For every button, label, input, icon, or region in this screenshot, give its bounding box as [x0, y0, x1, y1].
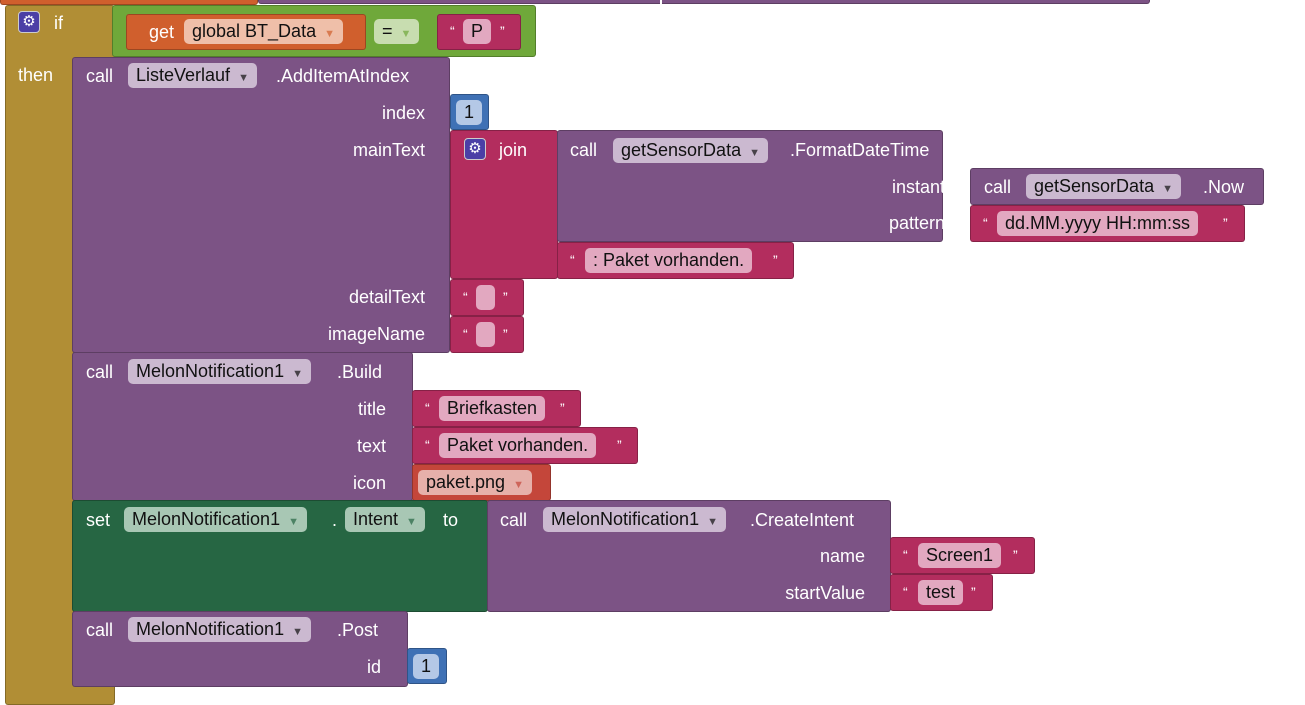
quote-close: ” [503, 326, 508, 342]
gear-icon[interactable]: ⚙ [18, 11, 40, 33]
text-field[interactable]: : Paket vorhanden. [585, 248, 753, 273]
add-item-block[interactable] [72, 57, 450, 353]
icon-label: icon [352, 473, 386, 493]
property-dropdown[interactable]: Intent ▼ [345, 507, 425, 532]
quote-open: “ [425, 400, 430, 416]
quote-open: “ [450, 23, 455, 39]
quote-close: ” [560, 400, 565, 416]
id-label: id [366, 657, 381, 677]
quote-open: “ [570, 252, 575, 268]
imagename-label: imageName [327, 324, 425, 344]
quote-open: “ [903, 584, 908, 600]
dropdown-arrow-icon: ▼ [406, 516, 417, 528]
quote-open: “ [463, 289, 468, 305]
quote-open: “ [425, 437, 430, 453]
dropdown-arrow-icon: ▼ [238, 72, 249, 84]
property-name: Intent [353, 509, 399, 529]
asset-name: paket.png [426, 472, 506, 492]
method-label: .AddItemAtIndex [276, 66, 410, 86]
dropdown-arrow-icon: ▼ [749, 147, 760, 159]
method-label: .CreateIntent [750, 510, 855, 530]
dropdown-arrow-icon: ▼ [292, 626, 303, 638]
join-label: join [499, 140, 528, 160]
operator-dropdown[interactable]: =▼ [374, 19, 420, 44]
partial-component-block-above[interactable] [258, 0, 1150, 4]
component-dropdown[interactable]: MelonNotification1 ▼ [543, 507, 726, 532]
quote-close: ” [1013, 547, 1018, 563]
call-label: call [500, 510, 528, 530]
number-field[interactable]: 1 [413, 654, 440, 679]
component-dropdown[interactable]: ListeVerlauf ▼ [128, 63, 257, 88]
quote-open: “ [463, 326, 468, 342]
dropdown-arrow-icon: ▼ [1162, 183, 1173, 195]
dropdown-arrow-icon: ▼ [324, 28, 335, 40]
operator: = [382, 21, 393, 41]
quote-close: ” [500, 23, 505, 39]
method-label: .Build [337, 362, 383, 382]
pattern-label: pattern [888, 213, 945, 233]
detailtext-label: detailText [348, 287, 425, 307]
text-field[interactable] [476, 285, 495, 310]
text-field[interactable]: dd.MM.yyyy HH:mm:ss [997, 211, 1199, 236]
maintext-label: mainText [352, 140, 425, 160]
dropdown-arrow-icon: ▼ [513, 479, 524, 491]
index-label: index [381, 103, 425, 123]
component-dropdown[interactable]: MelonNotification1 ▼ [128, 359, 311, 384]
dropdown-arrow-icon: ▼ [707, 516, 718, 528]
text-field[interactable] [476, 322, 495, 347]
method-label: .Now [1203, 177, 1245, 197]
gear-icon[interactable]: ⚙ [464, 138, 486, 160]
method-label: .FormatDateTime [790, 140, 930, 160]
to-label: to [443, 510, 459, 530]
component-name: MelonNotification1 [136, 361, 285, 381]
text-field[interactable]: test [918, 580, 964, 605]
name-label: name [819, 546, 865, 566]
dropdown-arrow-icon: ▼ [292, 368, 303, 380]
quote-close: ” [503, 289, 508, 305]
then-label: then [18, 65, 54, 85]
call-label: call [570, 140, 598, 160]
partial-block-above[interactable] [0, 0, 258, 5]
variable-dropdown[interactable]: global BT_Data ▼ [184, 19, 343, 44]
component-dropdown[interactable]: MelonNotification1 ▼ [128, 617, 311, 642]
component-name: MelonNotification1 [551, 509, 700, 529]
divider [660, 0, 662, 4]
text-field[interactable]: Paket vorhanden. [439, 433, 597, 458]
title-label: title [357, 399, 386, 419]
asset-dropdown[interactable]: paket.png ▼ [418, 470, 532, 495]
startvalue-label: startValue [785, 583, 865, 603]
component-name: getSensorData [621, 140, 742, 160]
quote-close: ” [773, 252, 778, 268]
component-name: MelonNotification1 [136, 619, 285, 639]
component-dropdown[interactable]: getSensorData ▼ [1026, 174, 1181, 199]
component-dropdown[interactable]: MelonNotification1 ▼ [124, 507, 307, 532]
dot-label: . [332, 510, 338, 530]
quote-open: “ [903, 547, 908, 563]
component-name: ListeVerlauf [136, 65, 231, 85]
set-label: set [86, 510, 111, 530]
component-name: MelonNotification1 [132, 509, 281, 529]
call-label: call [984, 177, 1012, 197]
quote-close: ” [617, 437, 622, 453]
component-name: getSensorData [1034, 176, 1155, 196]
method-label: .Post [337, 620, 379, 640]
text-field[interactable]: Screen1 [918, 543, 1002, 568]
call-label: call [86, 620, 114, 640]
call-label: call [86, 362, 114, 382]
component-dropdown[interactable]: getSensorData ▼ [613, 138, 768, 163]
text-field[interactable]: P [463, 19, 492, 44]
get-label: get [149, 22, 175, 42]
text-label: text [356, 436, 386, 456]
dropdown-arrow-icon: ▼ [288, 516, 299, 528]
instant-label: instant [891, 177, 945, 197]
quote-close: ” [971, 584, 976, 600]
if-label: if [54, 13, 63, 33]
number-field[interactable]: 1 [456, 100, 483, 125]
text-field[interactable]: Briefkasten [439, 396, 546, 421]
quote-close: ” [1223, 215, 1228, 231]
dropdown-arrow-icon: ▼ [400, 28, 412, 40]
call-label: call [86, 66, 114, 86]
variable-name: global BT_Data [192, 21, 317, 41]
quote-open: “ [983, 215, 988, 231]
